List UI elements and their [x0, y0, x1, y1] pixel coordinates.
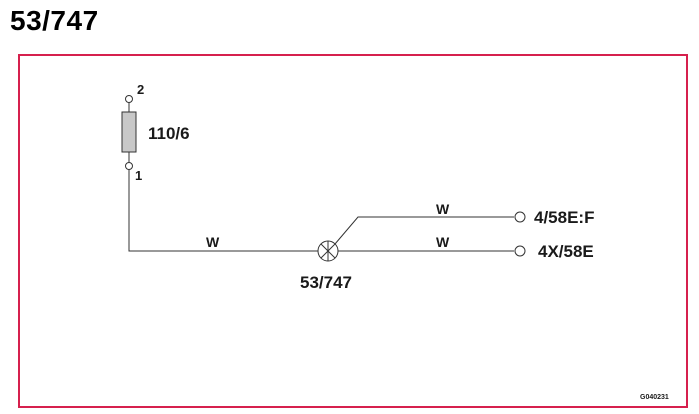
connector-4x-58e-label: 4X/58E [538, 242, 594, 261]
fuse-body [121, 111, 137, 153]
junction-label: 53/747 [300, 273, 352, 292]
fuse-terminal-top-label: 2 [137, 82, 144, 97]
wire-color-label: W [436, 234, 450, 250]
wire-color-label: W [436, 201, 450, 217]
connector-4x-58e-terminal [514, 245, 526, 257]
diagram-frame [18, 54, 688, 408]
wire-color-label: W [206, 234, 220, 250]
figure-code: G040231 [640, 394, 669, 401]
fuse-terminal-bottom-label: 1 [135, 168, 142, 183]
connector-4-58ef-label: 4/58E:F [534, 208, 594, 227]
fuse-terminal-top-circle [125, 95, 133, 103]
page-title: 53/747 [10, 5, 99, 36]
fuse-label: 110/6 [148, 124, 190, 143]
fuse-terminal-bottom-circle [125, 162, 133, 170]
connector-4-58ef-terminal [514, 211, 526, 223]
wire-junction-to-4-58ef [334, 216, 514, 245]
wire-fuse-to-junction [128, 169, 318, 252]
